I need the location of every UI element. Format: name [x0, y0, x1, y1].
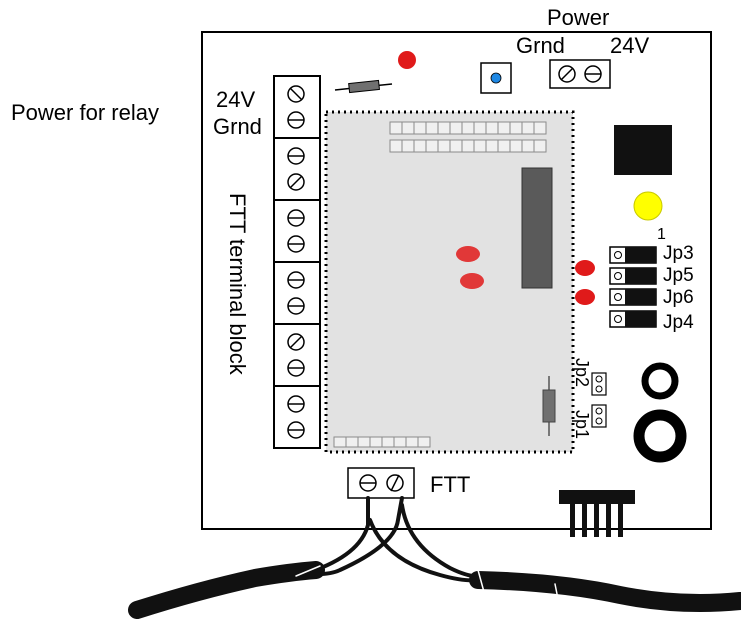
power-terminal: [549, 59, 611, 89]
jumper-pin1-label: 1: [657, 226, 666, 243]
module-led-1: [456, 246, 480, 262]
jp2-label: Jp2: [572, 358, 592, 388]
jp1-label: Jp1: [572, 410, 592, 440]
jp4-label: Jp4: [663, 312, 694, 333]
power-24v-label: 24V: [610, 33, 650, 58]
jp3-label: Jp3: [663, 243, 694, 264]
ftt-terminal: [347, 467, 415, 499]
terminal-block-label: FTT terminal block: [225, 193, 250, 375]
ftt-module: [324, 110, 575, 454]
jumper-jp3: [609, 246, 657, 264]
ftt-cable: [128, 496, 741, 619]
jumper-jp2: [591, 372, 607, 396]
ftt-terminal-block: [273, 75, 321, 449]
jumper-jp6: [609, 288, 657, 306]
module-led-2: [460, 273, 484, 289]
relay-24v-label: 24V: [216, 87, 256, 112]
mounting-hole-large: [633, 409, 687, 463]
jumper-jp5: [609, 267, 657, 285]
power-label: Power: [547, 5, 610, 30]
black-component: [614, 125, 672, 175]
module-resistor: [542, 376, 556, 436]
red-led-right-2: [575, 289, 595, 305]
resistor-top: [334, 79, 393, 94]
ftt-label: FTT: [430, 472, 471, 497]
jumper-jp1: [591, 404, 607, 428]
ic-chip: [521, 167, 553, 289]
yellow-led: [633, 191, 663, 221]
red-led-top: [398, 51, 416, 69]
blue-button: [480, 62, 512, 94]
relay-power-label: Power for relay: [11, 100, 159, 125]
jp5-label: Jp5: [663, 265, 694, 286]
jumper-jp4: [609, 310, 657, 328]
bottom-connector: [559, 490, 635, 537]
jp6-label: Jp6: [663, 287, 694, 308]
relay-grnd-label: Grnd: [213, 114, 262, 139]
power-grnd-label: Grnd: [516, 33, 565, 58]
red-led-right-1: [575, 260, 595, 276]
mounting-hole-small: [641, 362, 679, 400]
